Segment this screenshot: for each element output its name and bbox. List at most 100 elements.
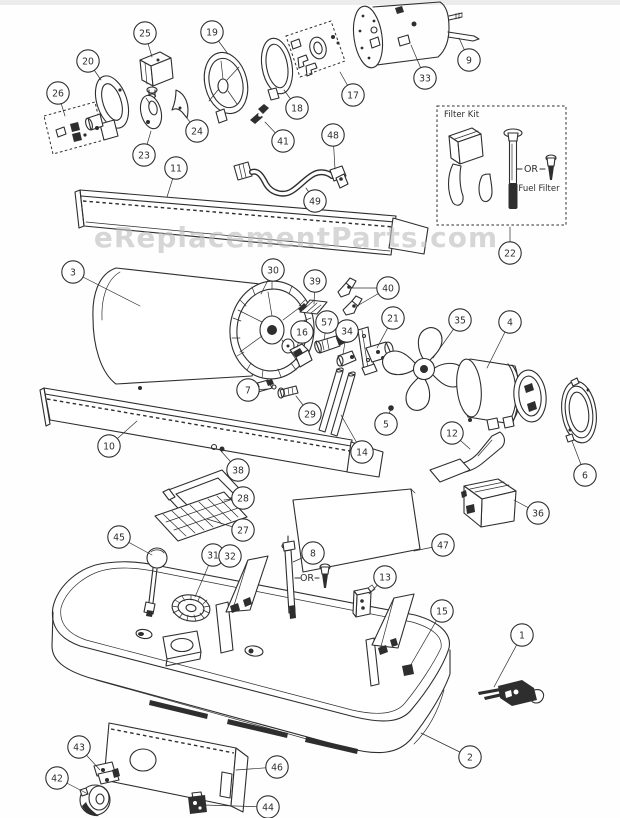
part-cord-bushing bbox=[188, 791, 207, 814]
callout-circle-43 bbox=[67, 735, 91, 759]
callout-number-8: 8 bbox=[310, 548, 316, 559]
part-switch-box bbox=[352, 584, 376, 618]
callout-32: 32 bbox=[218, 544, 242, 568]
callout-number-27: 27 bbox=[237, 525, 249, 536]
fuel-filter-label: Fuel Filter bbox=[518, 184, 560, 194]
callout-circle-35 bbox=[448, 308, 472, 332]
callout-circle-57 bbox=[315, 310, 339, 334]
callout-number-15: 15 bbox=[436, 606, 448, 617]
part-photocell-grid bbox=[154, 491, 248, 542]
callout-circle-7 bbox=[236, 378, 260, 402]
callout-number-38: 38 bbox=[232, 465, 244, 476]
callout-circle-34 bbox=[335, 319, 359, 343]
callout-circle-30 bbox=[261, 258, 285, 282]
part-fuel-fitting-elbow bbox=[250, 104, 269, 124]
page-top-strip bbox=[0, 0, 620, 5]
part-fuel-hose bbox=[233, 161, 349, 197]
callout-circle-45 bbox=[107, 525, 131, 549]
callout-number-46: 46 bbox=[271, 762, 283, 773]
part-photocell-bracket-strip bbox=[298, 299, 328, 315]
callout-35: 35 bbox=[432, 308, 472, 359]
callout-circle-44 bbox=[256, 795, 280, 818]
callout-circle-8 bbox=[301, 541, 325, 565]
callout-circle-15 bbox=[430, 599, 454, 623]
callout-number-48: 48 bbox=[327, 130, 339, 141]
callout-6: 6 bbox=[571, 440, 597, 487]
callout-number-31: 31 bbox=[207, 550, 219, 561]
air-filter bbox=[447, 127, 493, 206]
callout-16: 16 bbox=[290, 320, 314, 348]
part-combustion-chamber bbox=[92, 267, 262, 390]
filter-kit-box: Filter Kit OR Fuel Filter bbox=[436, 105, 567, 226]
part-fuel-pickup: OR bbox=[281, 535, 331, 619]
callout-number-26: 26 bbox=[52, 88, 64, 99]
callout-circle-26 bbox=[46, 81, 70, 105]
part-brush-kit-box bbox=[285, 20, 346, 78]
callout-44: 44 bbox=[203, 795, 280, 818]
callout-11: 11 bbox=[164, 156, 188, 198]
callout-4: 4 bbox=[486, 310, 522, 369]
callout-number-43: 43 bbox=[73, 742, 85, 753]
callout-circle-21 bbox=[381, 306, 405, 330]
callout-40: 40 bbox=[352, 276, 400, 307]
callout-43: 43 bbox=[67, 735, 101, 771]
callout-circle-5 bbox=[374, 412, 398, 436]
callout-number-35: 35 bbox=[454, 315, 466, 326]
part-bolt-29 bbox=[277, 385, 299, 399]
callout-circle-18 bbox=[285, 96, 309, 120]
callout-number-39: 39 bbox=[309, 276, 321, 287]
callout-2: 2 bbox=[420, 732, 482, 769]
part-fuel-tank bbox=[51, 561, 451, 754]
callout-circle-13 bbox=[373, 565, 397, 589]
part-upper-shell bbox=[74, 189, 429, 256]
callout-circle-9 bbox=[457, 48, 481, 72]
callout-circle-41 bbox=[271, 129, 295, 153]
callout-3: 3 bbox=[61, 260, 141, 307]
callout-25: 25 bbox=[133, 21, 157, 58]
part-side-panel bbox=[103, 722, 249, 813]
callout-30: 30 bbox=[260, 258, 285, 295]
callout-circle-40 bbox=[376, 276, 400, 300]
callout-number-13: 13 bbox=[379, 572, 391, 583]
part-fuel-cap bbox=[171, 594, 211, 622]
callout-13: 13 bbox=[368, 565, 397, 595]
callout-42: 42 bbox=[45, 766, 89, 795]
callout-circle-19 bbox=[200, 20, 224, 44]
part-gasket-ring bbox=[561, 377, 597, 444]
callout-57: 57 bbox=[315, 310, 339, 341]
callout-number-7: 7 bbox=[245, 385, 251, 396]
callout-circle-16 bbox=[290, 320, 314, 344]
callout-number-25: 25 bbox=[139, 28, 151, 39]
callout-number-47: 47 bbox=[437, 540, 449, 551]
callout-circle-20 bbox=[76, 49, 100, 73]
part-pad-15 bbox=[402, 664, 414, 676]
callout-18: 18 bbox=[283, 89, 309, 120]
callout-number-4: 4 bbox=[507, 317, 513, 328]
part-insert-blade bbox=[171, 89, 189, 119]
callout-12: 12 bbox=[440, 421, 471, 450]
part-tank-bracket-left bbox=[215, 555, 269, 654]
part-tank-bracket-right bbox=[365, 593, 415, 687]
filter-kit-or-label: OR bbox=[524, 164, 538, 175]
callout-circle-10 bbox=[97, 434, 121, 458]
callout-34: 34 bbox=[335, 319, 359, 355]
callout-circle-33 bbox=[413, 66, 437, 90]
part-pump-end-cover bbox=[85, 75, 130, 141]
callout-circle-27 bbox=[231, 518, 255, 542]
callout-number-30: 30 bbox=[267, 265, 279, 276]
callout-47: 47 bbox=[413, 533, 455, 557]
callout-number-18: 18 bbox=[291, 103, 303, 114]
fuel-filter: OR Fuel Filter bbox=[503, 128, 560, 209]
callout-circle-6 bbox=[573, 463, 597, 487]
callout-circle-3 bbox=[61, 260, 85, 284]
callout-number-16: 16 bbox=[296, 327, 308, 338]
callout-9: 9 bbox=[457, 37, 481, 72]
callout-23: 23 bbox=[132, 130, 156, 167]
callout-number-5: 5 bbox=[383, 419, 389, 430]
callout-number-3: 3 bbox=[70, 267, 76, 278]
callout-number-12: 12 bbox=[446, 428, 458, 439]
callout-number-21: 21 bbox=[387, 313, 399, 324]
callout-circle-24 bbox=[185, 119, 209, 143]
callout-circle-11 bbox=[164, 156, 188, 180]
